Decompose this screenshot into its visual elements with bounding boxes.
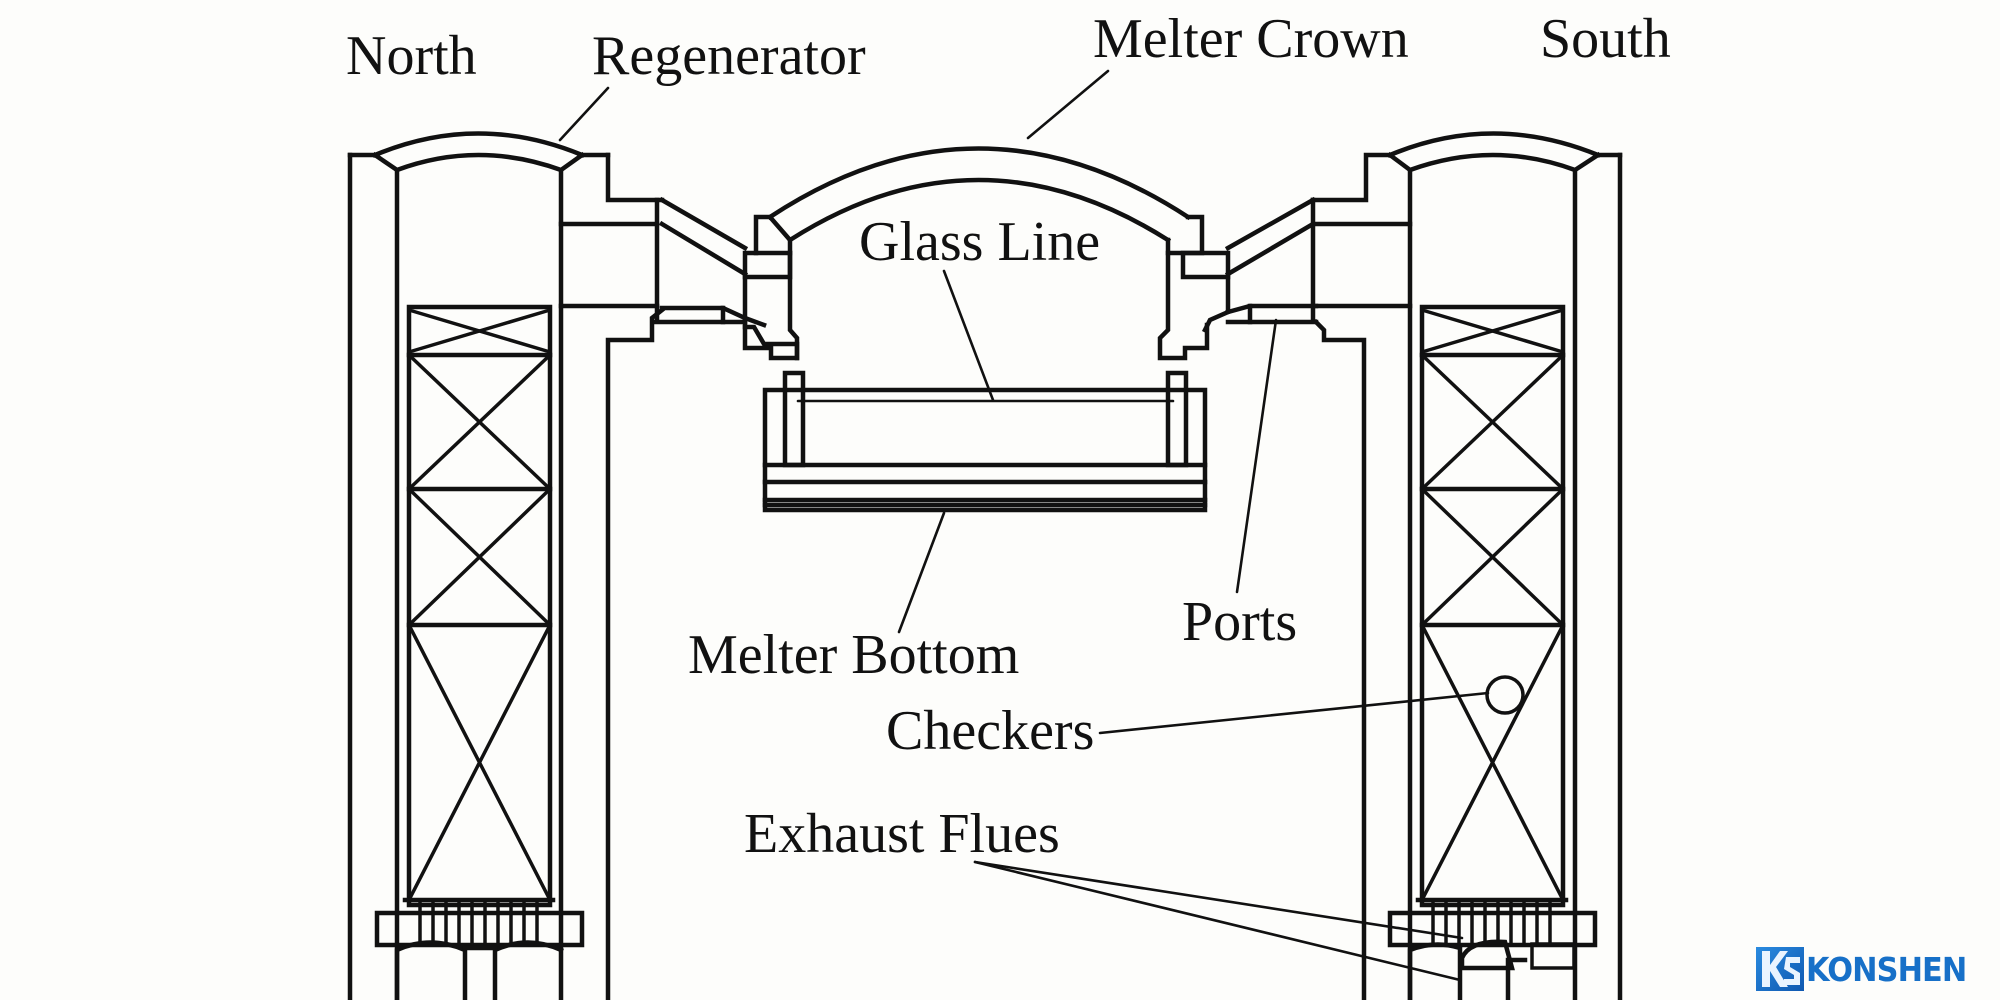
melter-crown (766, 146, 1192, 244)
label-ports: Ports (1182, 591, 1297, 653)
label-south: South (1540, 8, 1671, 70)
melter-tank (762, 370, 1208, 513)
label-exhaust-flues: Exhaust Flues (744, 803, 1060, 865)
label-melter-crown: Melter Crown (1093, 8, 1409, 70)
glass-line-leader (942, 269, 995, 402)
melter-crown-leader (1026, 69, 1110, 140)
south-grate-bars (1431, 900, 1552, 945)
brand-name: KONSHEN (1806, 949, 1967, 989)
label-melter-bottom: Melter Bottom (688, 624, 1019, 686)
north-regenerator (347, 131, 666, 1000)
label-checkers: Checkers (886, 700, 1094, 762)
label-regenerator: Regenerator (592, 25, 866, 87)
checkers-marker (1485, 675, 1525, 715)
ports-leader (1235, 318, 1278, 594)
south-regenerator (1310, 131, 1623, 1000)
north-port (652, 196, 800, 361)
exhaust-flues-leader-2 (973, 860, 1462, 982)
north-grate-bars (418, 900, 539, 945)
south-port (1157, 196, 1319, 361)
label-north: North (346, 25, 477, 87)
brand-logo: KONSHEN (1756, 946, 1980, 992)
ks-logo-icon (1756, 947, 1804, 991)
leader-lines (558, 69, 1525, 982)
label-glass-line: Glass Line (859, 211, 1100, 273)
exhaust-flues-leader-1 (973, 860, 1464, 940)
regenerator-leader (558, 86, 610, 142)
melter-bottom-leader (897, 511, 946, 634)
checkers-leader (1098, 691, 1490, 735)
